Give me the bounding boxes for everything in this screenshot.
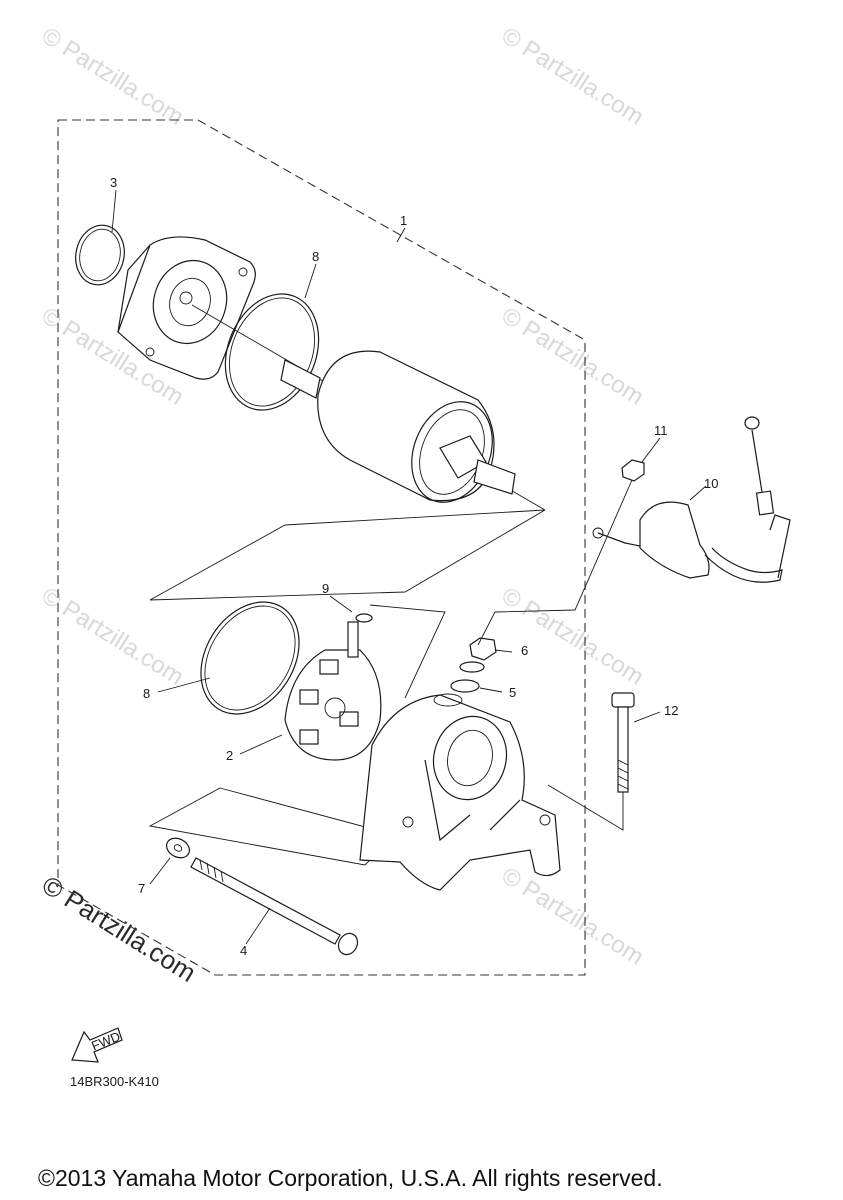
assembly-link-line <box>547 784 624 831</box>
diagram-code: 14BR300-K410 <box>70 1074 159 1089</box>
part-2-brush-holder <box>284 621 382 761</box>
fwd-arrow-icon: FWD <box>71 1027 123 1063</box>
part-12-bolt <box>611 692 635 793</box>
part-8-oring-lower <box>200 601 300 715</box>
callout-2: 2 <box>226 748 233 763</box>
callout-10: 10 <box>704 476 718 491</box>
copyright-notice: ©2013 Yamaha Motor Corporation, U.S.A. A… <box>38 1165 663 1191</box>
part-5-washer-lower <box>450 679 480 693</box>
callout-12: 12 <box>664 703 678 718</box>
callout-5: 5 <box>509 685 516 700</box>
fwd-label: FWD <box>89 1029 122 1054</box>
part-11-nut <box>621 459 645 482</box>
callout-9: 9 <box>322 581 329 596</box>
watermark-text: © Partzilla.com <box>497 582 648 691</box>
watermark-text: © Partzilla.com <box>37 22 188 131</box>
assembly-link-line <box>369 604 446 699</box>
watermark-text: © Partzilla.com <box>37 582 188 691</box>
part-3-oring <box>75 224 125 286</box>
part-9-washer <box>355 613 373 623</box>
part-7-washer <box>165 837 191 859</box>
assembly-link-line <box>149 509 546 601</box>
callout-7: 7 <box>138 881 145 896</box>
leader-lines <box>111 189 707 945</box>
callout-8-upper: 8 <box>312 249 319 264</box>
callout-4: 4 <box>240 943 247 958</box>
assembly-link-line <box>477 479 633 646</box>
part-6-nut <box>469 637 497 661</box>
part-10-cable <box>592 416 791 583</box>
callout-6: 6 <box>521 643 528 658</box>
callout-11: 11 <box>654 423 668 438</box>
assembly-link-line <box>148 787 396 866</box>
callout-labels: 3 1 8 11 10 9 6 5 12 8 2 7 4 <box>110 175 718 958</box>
watermark-text: © Partzilla.com <box>497 22 648 131</box>
callout-1: 1 <box>400 213 407 228</box>
part-rear-housing <box>359 693 561 891</box>
part-armature <box>280 350 516 503</box>
part-8-oring-upper <box>224 293 320 411</box>
part-4-through-bolt <box>190 857 359 956</box>
callout-3: 3 <box>110 175 117 190</box>
part-front-cover <box>117 236 256 380</box>
callout-8-lower: 8 <box>143 686 150 701</box>
assembly-boundary <box>57 119 586 976</box>
watermark-text: © Partzilla.com <box>497 862 648 971</box>
watermark-text: © Partzilla.com <box>497 302 648 411</box>
part-5-washer-upper <box>459 661 485 673</box>
